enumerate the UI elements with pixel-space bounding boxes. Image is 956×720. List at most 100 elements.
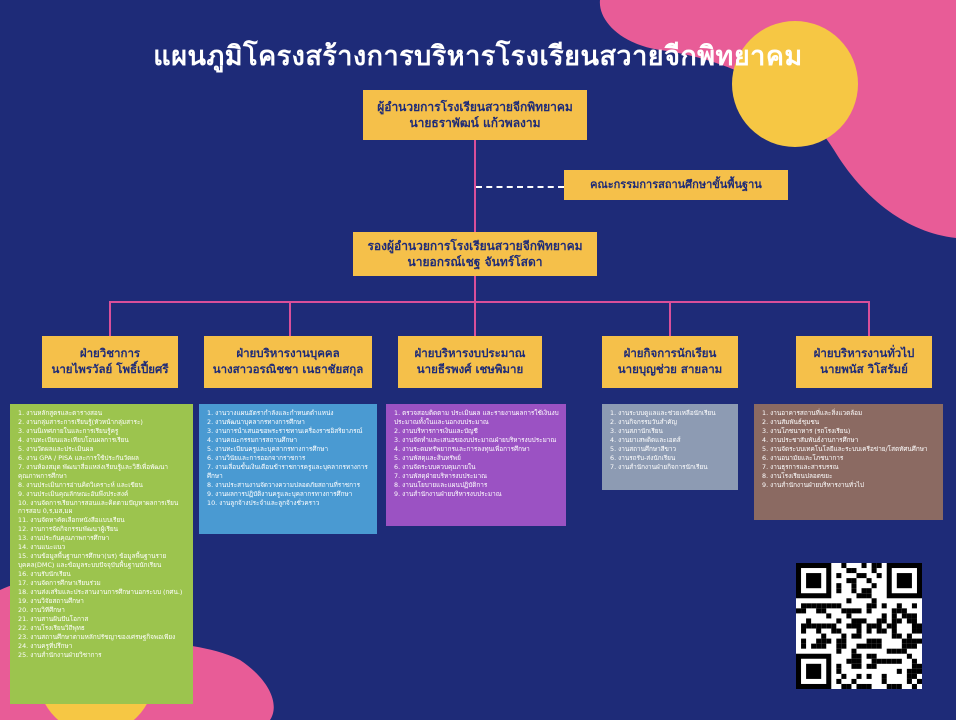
duty-item: 8. งานประเมินการอ่านคิดวิเคราะห์ และเขีย… <box>18 480 143 489</box>
duty-item: 16. งานรับนักเรียน <box>18 569 71 578</box>
connector-deputy-branch <box>474 276 476 302</box>
qr-module <box>906 673 912 679</box>
qr-module <box>816 603 822 609</box>
board-box: คณะกรรมการสถานศึกษาขั้นพื้นฐาน <box>564 170 788 200</box>
dept-title: ฝ่ายบริหารงานบุคคล <box>236 346 340 361</box>
qr-module <box>881 673 887 679</box>
qr-module <box>876 638 882 644</box>
duty-item: 3. งานนิเทศภายในและการเรียนรู้ครู <box>18 427 119 436</box>
duty-item: 8. งานนโยบายและแผนปฏิบัติการ <box>394 480 488 489</box>
qr-module <box>851 618 857 624</box>
duty-item: 4. งานยาเสพติดและเอดส์ <box>610 436 681 445</box>
duty-item: 2. งานพัฒนาบุคลากรทางการศึกษา <box>207 418 305 427</box>
qr-module <box>841 673 847 679</box>
board-label: คณะกรรมการสถานศึกษาขั้นพื้นฐาน <box>590 177 762 191</box>
qr-module <box>856 608 862 614</box>
duty-item: 21. งานสานฝันปันโอกาส <box>18 614 89 623</box>
qr-module <box>846 608 852 614</box>
connector-dept-1 <box>109 301 111 336</box>
qr-module <box>821 603 827 609</box>
qr-module <box>871 653 877 659</box>
qr-module <box>801 643 807 649</box>
duty-item: 7. งานห้องสมุด พัฒนาสื่อแหล่งเรียนรู้และ… <box>18 463 169 480</box>
qr-module <box>806 603 812 609</box>
qr-module <box>896 618 902 624</box>
duty-item: 1. ตรวจสอบติดตาม ประเมินผล และรายงานผลกา… <box>394 409 559 426</box>
qr-module <box>861 588 867 594</box>
qr-module <box>826 638 832 644</box>
qr-module <box>896 648 902 654</box>
qr-module <box>891 623 897 629</box>
qr-module <box>821 638 827 644</box>
qr-module <box>901 638 907 644</box>
qr-module <box>886 623 892 629</box>
duty-item: 1. งานระบบดูแลและช่วยเหลือนักเรียน <box>610 409 716 417</box>
dept-box-personnel: ฝ่ายบริหารงานบุคคล นางสาวอรณิชชา เนธาชัย… <box>204 336 372 388</box>
qr-module <box>881 628 887 634</box>
duty-item: 4. งานคณะกรรมการสถานศึกษา <box>207 436 298 445</box>
qr-module <box>861 593 867 599</box>
qr-module <box>826 603 832 609</box>
duty-item: 9. งานผลการปฏิบัติงานครูและบุคลากรทางการ… <box>207 489 353 498</box>
qr-module <box>841 643 847 649</box>
page-title: แผนภูมิโครงสร้างการบริหารโรงเรียนสวายจีก… <box>153 41 803 72</box>
duty-item: 5. งานพัสดุและสินทรัพย์ <box>394 453 461 462</box>
qr-module <box>836 643 842 649</box>
qr-module <box>836 588 842 594</box>
qr-module <box>901 648 907 654</box>
qr-module <box>856 643 862 649</box>
qr-finder <box>806 663 822 679</box>
qr-module <box>911 623 917 629</box>
qr-module <box>836 678 842 684</box>
qr-module <box>796 608 802 614</box>
qr-module <box>851 648 857 654</box>
duty-item: 7. งานธุรการและสารบรรณ <box>762 463 839 472</box>
qr-module <box>876 573 882 579</box>
duty-item: 10. งานจัดการเรียนการสอนและคิดตามปัญหาผล… <box>18 498 179 516</box>
qr-module <box>816 643 822 649</box>
qr-module <box>856 653 862 659</box>
qr-module <box>801 628 807 634</box>
qr-module <box>891 628 897 634</box>
duty-item: 13. งานประกันคุณภาพการศึกษา <box>18 534 110 543</box>
duty-item: 20. งานวิทีศึกษา <box>18 605 65 614</box>
qr-module <box>896 633 902 639</box>
qr-module <box>871 658 877 664</box>
qr-module <box>801 623 807 629</box>
qr-module <box>861 563 867 569</box>
qr-module <box>891 633 897 639</box>
yellow-circle-top-right <box>732 21 858 147</box>
qr-module <box>826 623 832 629</box>
qr-module <box>881 678 887 684</box>
qr-module <box>871 563 877 569</box>
dept-title: ฝ่ายวิชาการ <box>79 346 141 361</box>
duty-item: 9. งานสำนักงานฝ่ายบริหารงบประมาณ <box>394 489 502 498</box>
qr-module <box>856 663 862 669</box>
qr-module <box>911 658 917 664</box>
qr-module <box>856 593 862 599</box>
duty-item: 4. งานระดมทรัพยากรและการลงทุนเพื่อการศึก… <box>394 444 530 453</box>
qr-module <box>851 583 857 589</box>
duty-item: 4. งานประชาสัมพันธ์งานการศึกษา <box>762 436 859 445</box>
qr-module <box>841 563 847 569</box>
qr-module <box>851 588 857 594</box>
qr-module <box>846 623 852 629</box>
qr-module <box>911 618 917 624</box>
qr-module <box>866 603 872 609</box>
qr-module <box>876 628 882 634</box>
qr-module <box>911 643 917 649</box>
qr-module <box>911 603 917 609</box>
qr-module <box>871 663 877 669</box>
qr-module <box>906 633 912 639</box>
qr-module <box>831 623 837 629</box>
qr-module <box>901 608 907 614</box>
qr-module <box>816 628 822 634</box>
qr-module <box>906 618 912 624</box>
qr-module <box>911 683 917 689</box>
qr-module <box>881 613 887 619</box>
connector-horizontal-bar <box>109 301 870 303</box>
connector-dept-3 <box>474 301 476 336</box>
qr-module <box>831 628 837 634</box>
deputy-name: นายอกรณ์เชฐ จันทร์โสดา <box>407 255 543 269</box>
